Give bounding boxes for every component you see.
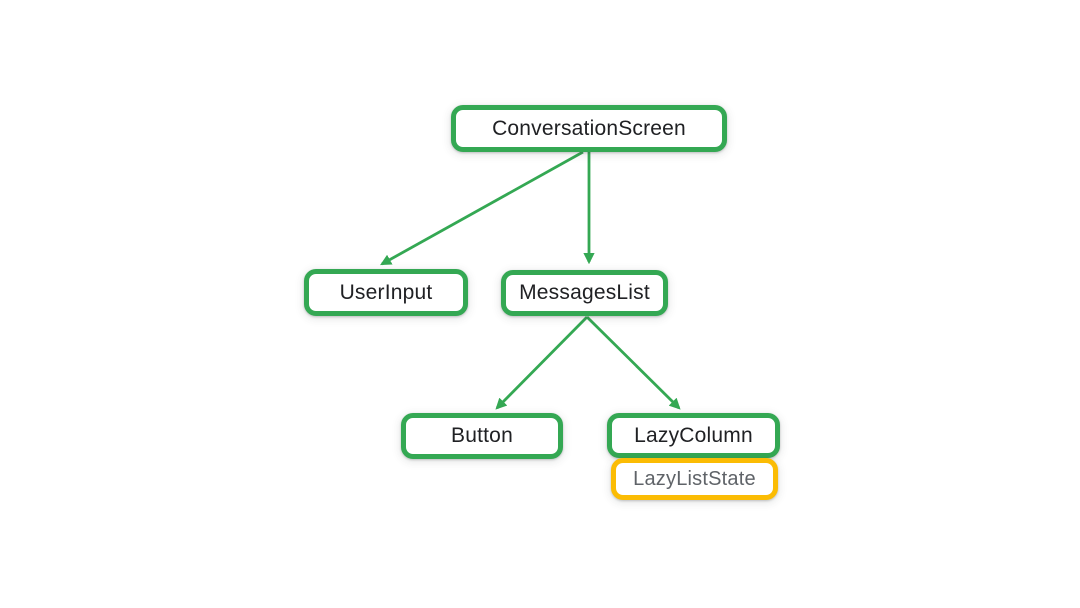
node-lazy-column: LazyColumn <box>607 413 780 458</box>
node-label: Button <box>451 424 513 447</box>
node-label: UserInput <box>339 280 433 304</box>
node-messages-list: MessagesList <box>501 270 668 316</box>
node-label: ConversationScreen <box>492 116 686 140</box>
edge-messageslist-lazycolumn <box>586 316 681 410</box>
node-label: LazyListState <box>633 467 756 490</box>
node-button: Button <box>401 413 563 459</box>
node-label: LazyColumn <box>634 423 753 447</box>
node-lazy-list-state: LazyListState <box>611 458 778 500</box>
node-user-input: UserInput <box>304 269 468 316</box>
edge-messageslist-button <box>495 316 588 410</box>
node-conversation-screen: ConversationScreen <box>451 105 727 152</box>
edge-conversationscreen-userinput <box>380 150 584 266</box>
node-label: MessagesList <box>519 281 650 304</box>
